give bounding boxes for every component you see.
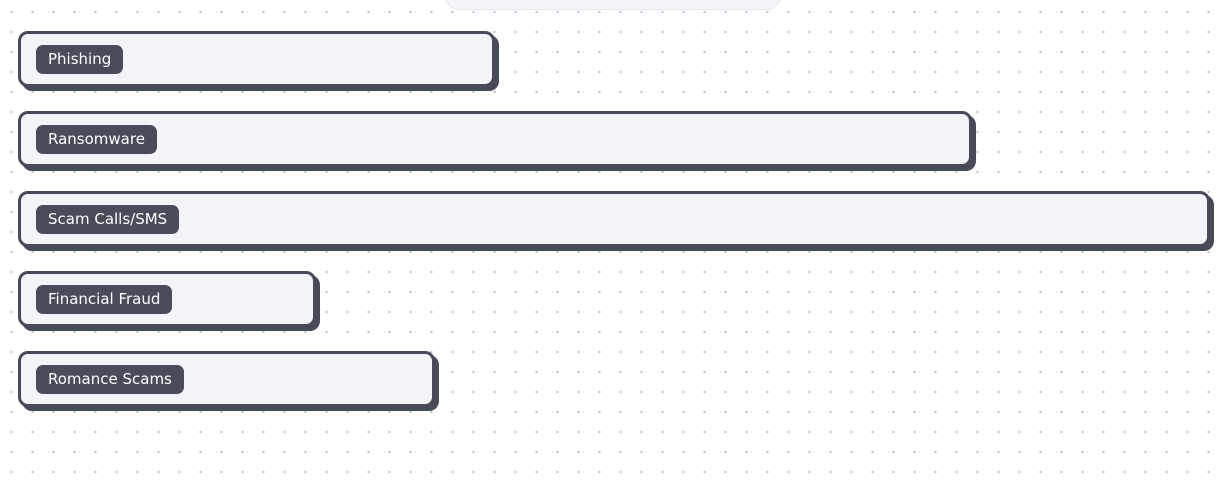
bar-phishing: Phishing [18, 31, 495, 87]
bar-label: Scam Calls/SMS [36, 205, 180, 234]
bar-financial-fraud: Financial Fraud [18, 271, 316, 327]
bar-scam-calls-sms: Scam Calls/SMS [18, 191, 1210, 247]
bar-label: Phishing [36, 45, 124, 74]
bar-label: Ransomware [36, 125, 157, 154]
bar-romance-scams: Romance Scams [18, 351, 435, 407]
bar-label: Romance Scams [36, 365, 184, 394]
bar-ransomware: Ransomware [18, 111, 972, 167]
bar-label: Financial Fraud [36, 285, 173, 314]
